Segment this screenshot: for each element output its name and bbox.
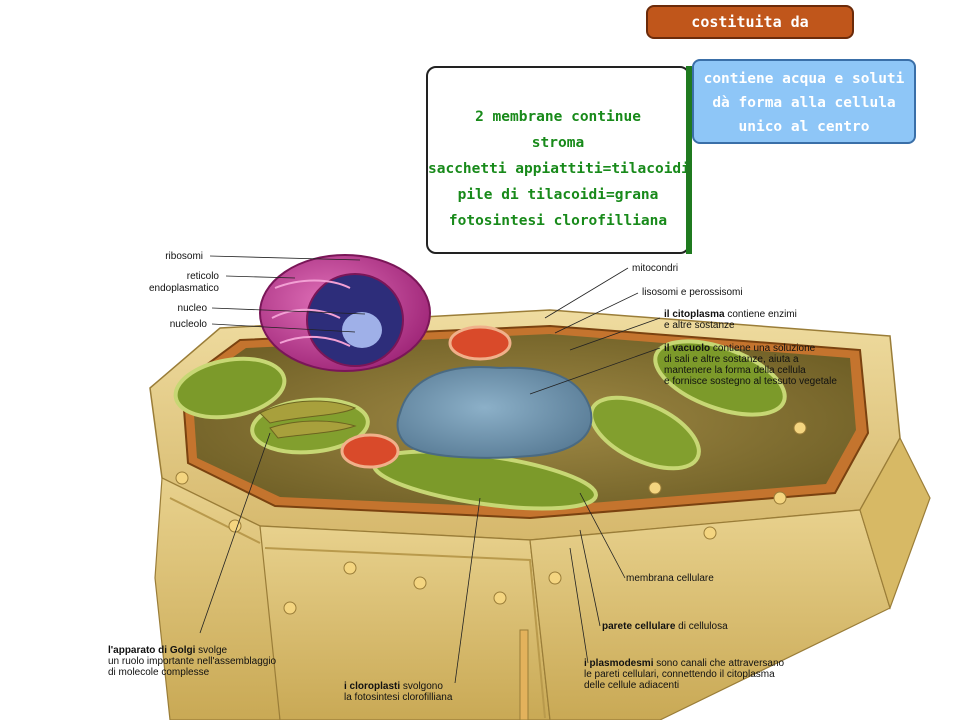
vacuolo-label-4: e fornisce sostegno al tessuto vegetale [664, 376, 837, 387]
mitocondri-label: mitocondri [632, 263, 679, 274]
vacuolo-label-bold: il vacuolo [664, 343, 711, 354]
vacuolo-note-line: dà forma alla cellula [712, 95, 896, 111]
parete-label: parete cellulare di cellulosa [602, 621, 728, 633]
ribosomi-label: ribosomi [165, 251, 203, 262]
golgi-label-bold: l'apparato di Golgi [108, 645, 196, 656]
cloroplasto-note-line: sacchetti appiattiti=tilacoidi [428, 161, 690, 177]
vacuole [396, 366, 593, 459]
cloroplasti-label-bold: i cloroplasti [344, 681, 401, 692]
vacuolo-label-3: mantenere la forma della cellula [664, 365, 806, 376]
pointer-lines [199, 255, 661, 684]
cloroplasto-note-line: fotosintesi clorofilliana [448, 213, 668, 229]
citoplasma-label: il citoplasma contiene enzimi [664, 309, 797, 321]
nucleo-label: nucleo [177, 303, 207, 314]
golgi-label: l'apparato di Golgi svolge [108, 645, 227, 657]
plasmodesmi-label-rest: sono canali che attraversano [653, 658, 785, 669]
golgi-label-rest: svolge [195, 645, 228, 656]
golgi-label-3: di molecole complesse [108, 667, 210, 678]
citoplasma-label-rest: contiene enzimi [724, 309, 797, 320]
vacuolo-label-rest: contiene una soluzione [710, 343, 816, 354]
parete-label-bold: parete cellulare [602, 621, 676, 632]
vacuolo-note-line: unico al centro [738, 119, 870, 135]
lisosomi-label: lisosomi e perossisomi [642, 287, 743, 298]
cloroplasti-label-2: la fotosintesi clorofilliana [344, 692, 453, 703]
nucleolo-label: nucleolo [169, 319, 207, 330]
vacuolo-label: il vacuolo contiene una soluzione [664, 343, 815, 355]
reticolo-label: reticolo [186, 271, 219, 282]
plant-cell-illustration [149, 254, 931, 720]
chloroplast [589, 395, 701, 471]
golgi-label-2: un ruolo importante nell'assemblaggio [108, 656, 277, 667]
cloroplasti-label-rest: svolgono [400, 681, 443, 692]
parete-label-rest: di cellulosa [675, 621, 728, 632]
cellulosa-note: costituita da cellulosa [646, 5, 854, 61]
note-divider-bar [686, 66, 692, 254]
plasmodesmi-label: i plasmodesmi sono canali che attraversa… [584, 658, 784, 670]
cloroplasto-note-line: 2 membrane continue [475, 109, 641, 125]
chloroplast [653, 339, 787, 417]
cloroplasto-note-line: stroma [531, 135, 585, 151]
plasmodesmi-label-2: le pareti cellulari, connettendo il cito… [584, 669, 775, 680]
cloroplasto-note: 2 membrane continue stroma sacchetti app… [426, 66, 690, 254]
vacuolo-label-2: di sali e altre sostanze, aiuta a [664, 354, 799, 365]
reticolo-label-2: endoplasmatico [148, 283, 219, 294]
plasmodesmi-label-3: delle cellule adiacenti [584, 680, 680, 691]
chloroplast [173, 356, 287, 420]
membrana-label: membrana cellulare [626, 573, 714, 584]
plasmodesmata [175, 421, 807, 615]
plasmodesmi-label-bold: i plasmodesmi [584, 658, 654, 669]
cloroplasto-note-line: pile di tilacoidi=grana [457, 187, 659, 203]
mitochondria [340, 325, 512, 469]
citoplasma-label-bold: il citoplasma [664, 309, 725, 320]
citoplasma-label-2: e altre sostanze [664, 320, 735, 331]
vacuolo-note: contiene acqua e soluti dà forma alla ce… [692, 59, 916, 144]
golgi-apparatus [259, 400, 357, 439]
cloroplasti-label: i cloroplasti svolgono [344, 681, 443, 693]
vacuolo-note-line: contiene acqua e soluti [703, 71, 905, 87]
plasmodesma-tube [519, 629, 529, 720]
